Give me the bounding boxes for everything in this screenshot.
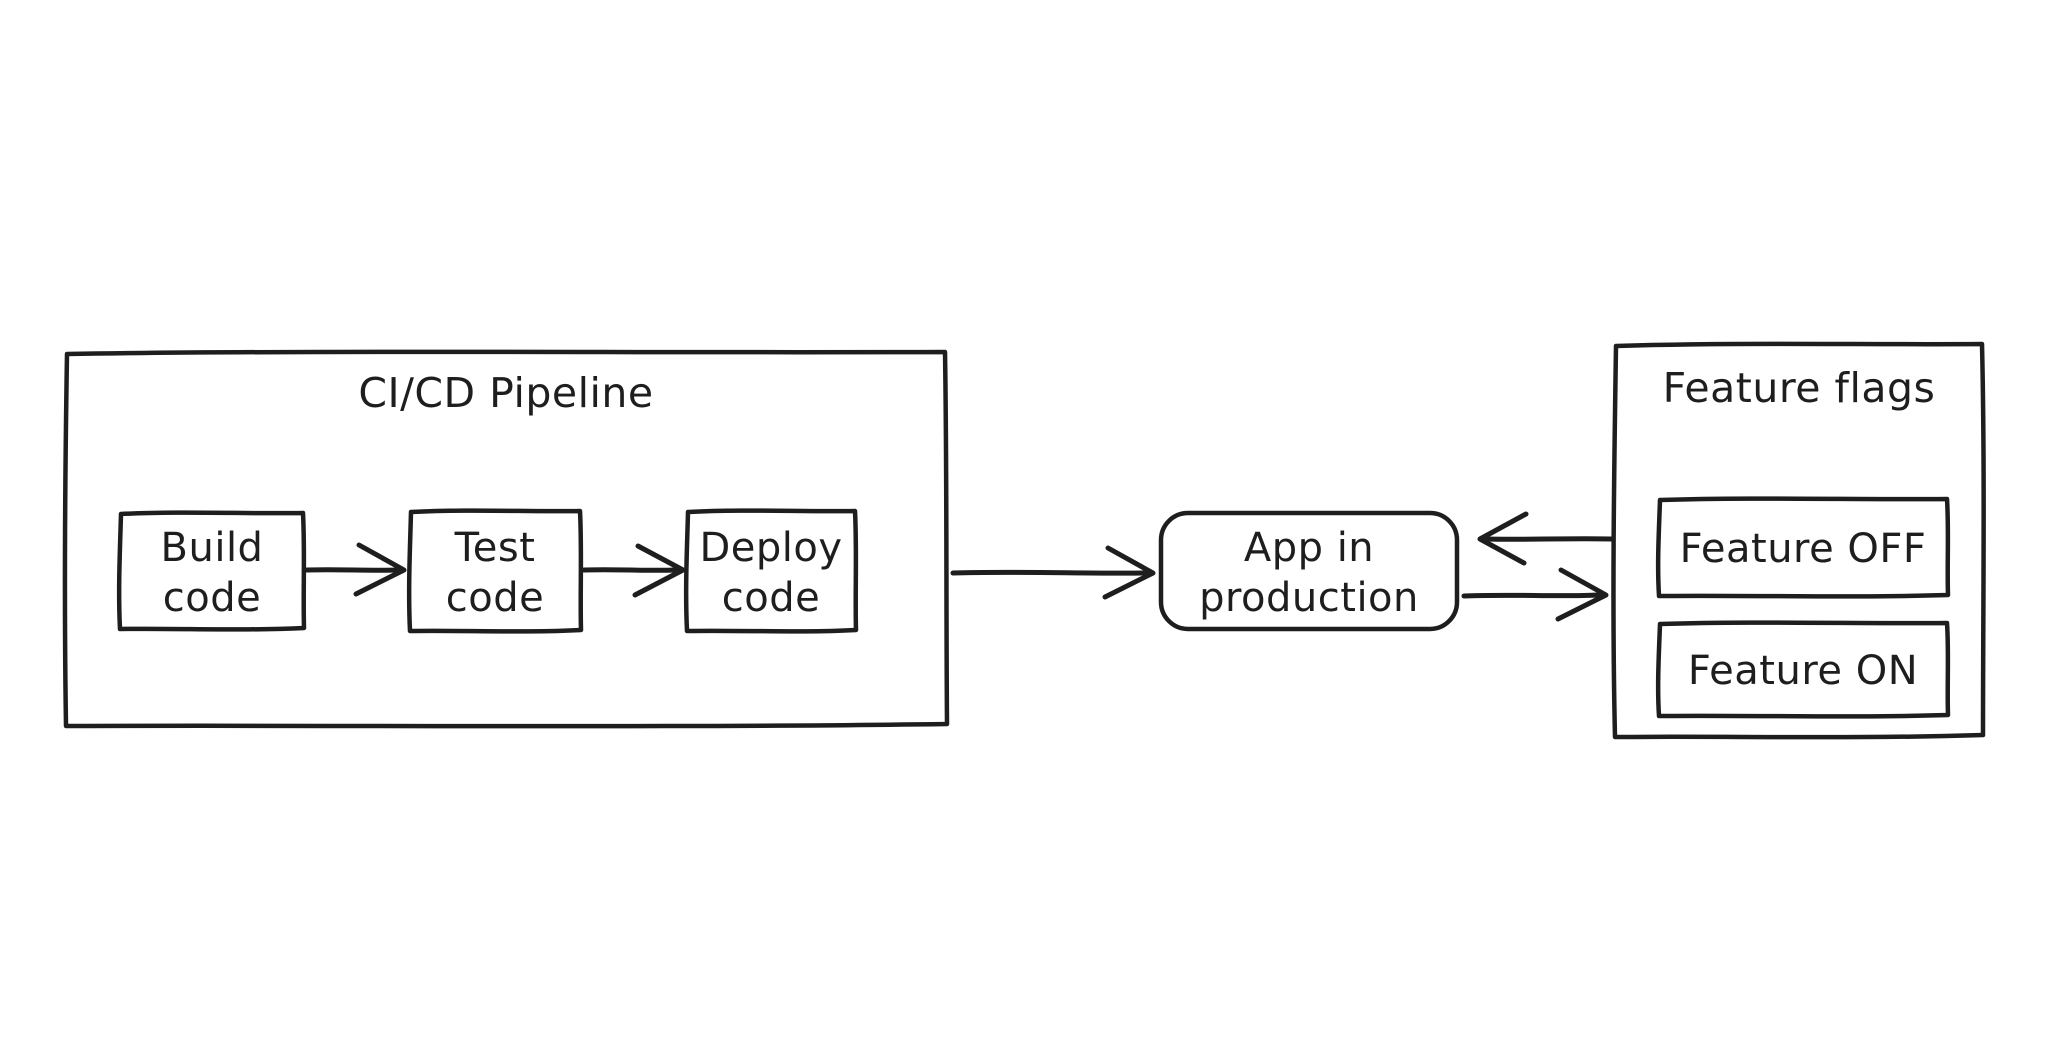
feature-off-box — [1655, 496, 1951, 599]
build-code-label-line2: code — [163, 575, 261, 621]
feature-on-label: Feature ON — [1688, 648, 1918, 694]
cicd-pipeline-title: CI/CD Pipeline — [358, 369, 653, 417]
arrow-build-to-test — [304, 542, 407, 597]
deploy-code-label-line2: code — [722, 575, 820, 621]
arrow-app-to-flags — [1461, 567, 1609, 622]
build-code-box — [116, 510, 307, 632]
feature-on-box — [1655, 620, 1951, 719]
app-in-production-box — [1158, 510, 1460, 632]
app-in-production-label-line2: production — [1199, 575, 1419, 621]
cicd-pipeline-group: CI/CD Pipeline Build code Test code Depl… — [62, 349, 950, 729]
deploy-code-box — [683, 508, 859, 634]
deploy-code-label-line1: Deploy — [699, 525, 842, 571]
arrow-test-to-deploy — [581, 543, 686, 598]
app-in-production-label-line1: App in — [1244, 525, 1374, 571]
feature-flags-group: Feature flags Feature OFF Feature ON — [1611, 341, 1986, 740]
app-in-production-group: App in production — [1158, 510, 1460, 632]
arrow-flags-to-app — [1477, 511, 1615, 566]
test-code-label-line1: Test — [454, 525, 536, 571]
test-code-label-line2: code — [446, 575, 544, 621]
arrow-pipeline-to-app — [950, 545, 1156, 600]
feature-flags-title: Feature flags — [1663, 364, 1936, 412]
test-code-box — [406, 508, 584, 634]
build-code-label-line1: Build — [161, 525, 264, 571]
feature-off-label: Feature OFF — [1680, 526, 1927, 572]
